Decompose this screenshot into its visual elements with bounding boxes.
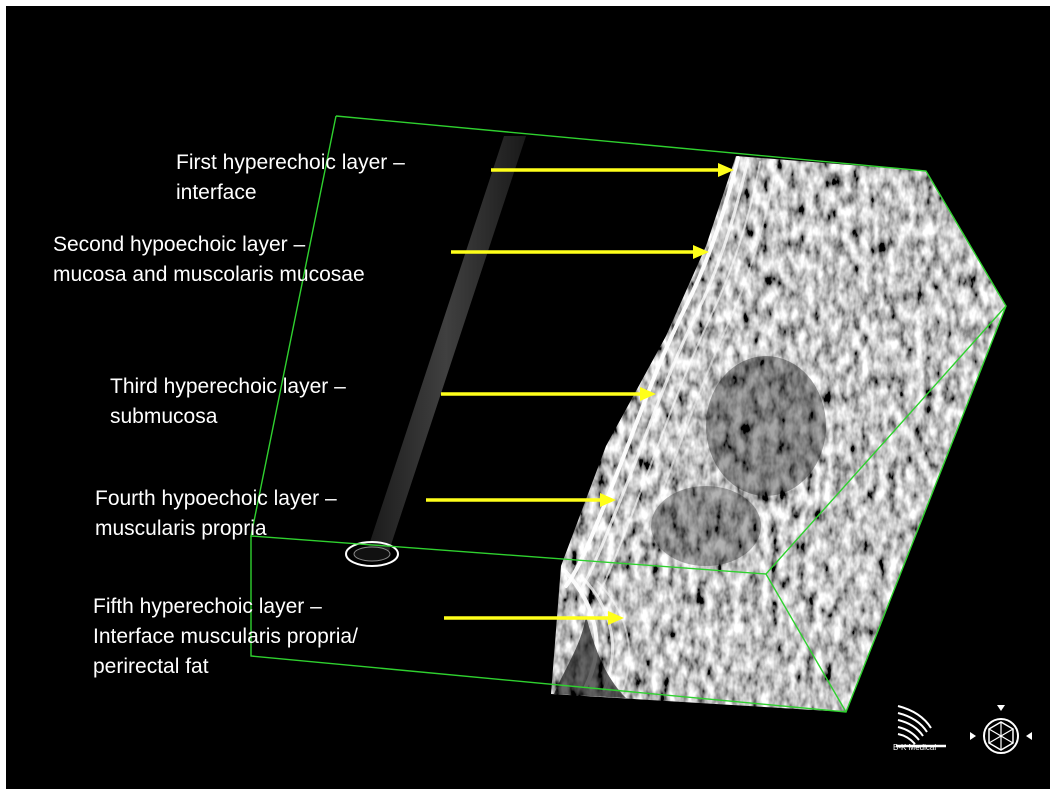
label-second-layer: Second hypoechoic layer – mucosa and mus… (53, 230, 365, 290)
label-fifth-layer-line2: Interface muscularis propria/ (93, 622, 358, 652)
label-third-layer: Third hyperechoic layer – submucosa (110, 372, 346, 432)
arrow-3 (441, 387, 656, 401)
label-fourth-layer: Fourth hypoechoic layer – muscularis pro… (95, 484, 337, 544)
label-fifth-layer-line1: Fifth hyperechoic layer – (93, 592, 358, 622)
label-fifth-layer-line3: perirectal fat (93, 652, 358, 682)
label-first-layer: First hyperechoic layer – interface (176, 148, 405, 208)
logo-caption: B-K Medical (893, 743, 953, 752)
label-second-layer-line1: Second hypoechoic layer – (53, 230, 365, 260)
label-fifth-layer: Fifth hyperechoic layer – Interface musc… (93, 592, 358, 682)
label-third-layer-line2: submucosa (110, 402, 346, 432)
arrow-2 (451, 245, 709, 259)
label-second-layer-line2: mucosa and muscolaris mucosae (53, 260, 365, 290)
label-third-layer-line1: Third hyperechoic layer – (110, 372, 346, 402)
label-fourth-layer-line2: muscularis propria (95, 514, 337, 544)
bk-medical-logo-icon (896, 706, 946, 746)
label-fourth-layer-line1: Fourth hypoechoic layer – (95, 484, 337, 514)
arrow-1 (491, 163, 734, 177)
label-first-layer-line1: First hyperechoic layer – (176, 148, 405, 178)
orientation-compass-icon (970, 705, 1032, 753)
ultrasound-figure: First hyperechoic layer – interface Seco… (6, 6, 1050, 789)
label-first-layer-line2: interface (176, 178, 405, 208)
